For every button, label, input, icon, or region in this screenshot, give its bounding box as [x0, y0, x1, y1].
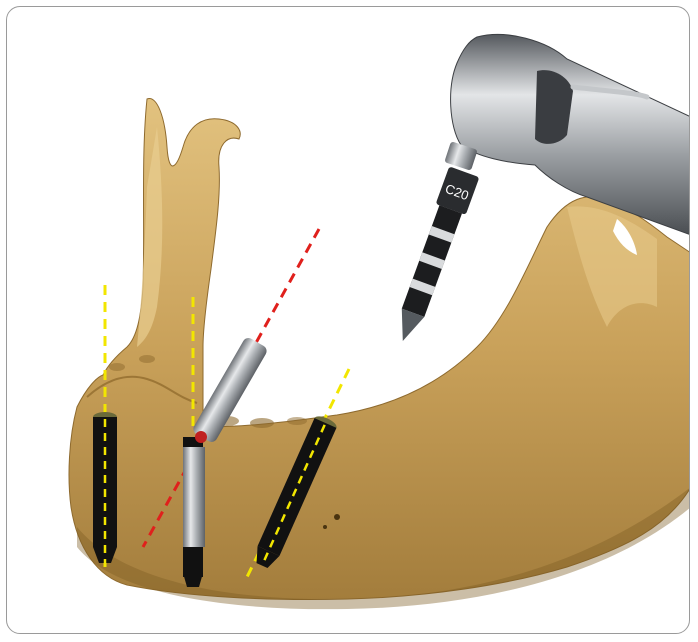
illustration-frame: C20: [6, 6, 690, 634]
drill-bit-icon: C20: [388, 166, 480, 346]
implant-icon: [93, 412, 117, 563]
implant-illustration: C20: [7, 7, 690, 634]
